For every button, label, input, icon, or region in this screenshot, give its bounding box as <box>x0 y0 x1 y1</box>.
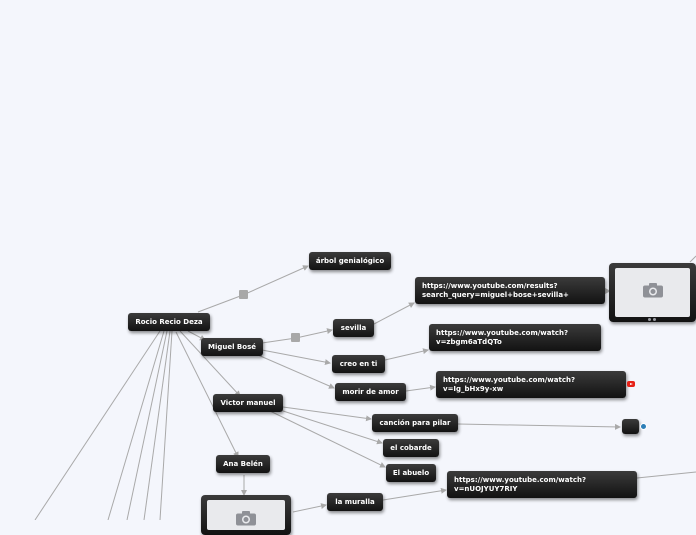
node-victor-manuel[interactable]: Victor manuel <box>213 394 283 412</box>
image-thumbnail[interactable] <box>201 495 291 535</box>
node-ana-belen[interactable]: Ana Belén <box>216 455 270 473</box>
pager-dots <box>647 306 658 321</box>
node-cancion-para-pilar[interactable]: canción para pilar <box>372 414 458 432</box>
node-root[interactable]: Rocio Recio Deza <box>128 313 210 331</box>
node-arbol-genealogico[interactable]: árbol genialógico <box>309 252 391 270</box>
connector-lines <box>34 255 696 520</box>
image-thumbnail[interactable] <box>609 263 696 322</box>
camera-icon <box>642 282 663 298</box>
wordpress-icon[interactable] <box>640 423 647 430</box>
node-el-cobarde[interactable]: el cobarde <box>383 439 439 457</box>
node-sevilla[interactable]: sevilla <box>333 319 374 337</box>
link-node-url3[interactable]: https://www.youtube.com/watch?v=Ig_bHx9y… <box>436 371 626 398</box>
node-creo-en-ti[interactable]: creo en ti <box>332 355 385 373</box>
node-miguel-bose[interactable]: Miguel Bosé <box>201 338 263 356</box>
link-node-url4[interactable]: https://www.youtube.com/watch?v=nUOJYUY7… <box>447 471 637 498</box>
link-node-url1[interactable]: https://www.youtube.com/results?search_q… <box>415 277 605 304</box>
youtube-icon[interactable] <box>627 381 635 387</box>
node-morir-de-amor[interactable]: morir de amor <box>335 383 406 401</box>
node-el-abuelo[interactable]: El abuelo <box>386 464 436 482</box>
small-attachment-node[interactable] <box>622 419 639 434</box>
camera-icon <box>236 511 256 526</box>
node-la-muralla[interactable]: la muralla <box>327 493 383 511</box>
collapse-square-icon[interactable] <box>239 290 248 299</box>
link-node-url2[interactable]: https://www.youtube.com/watch?v=zbgm6aTd… <box>429 324 601 351</box>
mind-map-canvas: Rocio Recio Deza árbol genialógico Migue… <box>34 252 696 535</box>
collapse-square-icon[interactable] <box>291 333 300 342</box>
